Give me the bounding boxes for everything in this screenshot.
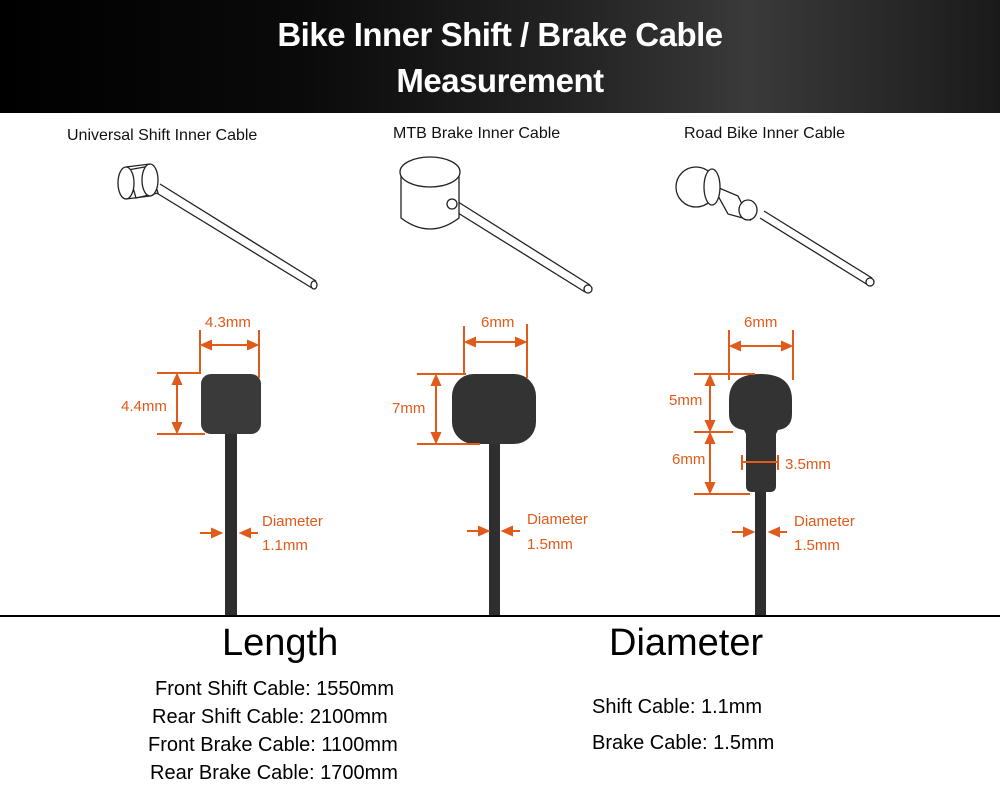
diameter-value-road: 1.5mm bbox=[794, 537, 840, 554]
head-height-label-mtb: 7mm bbox=[392, 400, 426, 417]
length-item-front-shift: Front Shift Cable: 1550mm bbox=[155, 678, 394, 700]
universal-shift-cable-sketch-icon bbox=[117, 163, 318, 290]
mtb-brake-head-detail-icon bbox=[417, 324, 536, 616]
title-line-1: Bike Inner Shift / Brake Cable bbox=[277, 16, 723, 53]
head-width-label-road: 6mm bbox=[744, 314, 778, 331]
length-heading: Length bbox=[222, 622, 339, 664]
diameter-value-mtb: 1.5mm bbox=[527, 536, 573, 553]
universal-shift-head-detail-icon bbox=[157, 330, 261, 616]
cable-name-universal-shift: Universal Shift Inner Cable bbox=[67, 127, 258, 144]
header-banner: Bike Inner Shift / Brake Cable Measureme… bbox=[0, 0, 1000, 113]
length-item-rear-brake: Rear Brake Cable: 1700mm bbox=[150, 762, 398, 784]
head-width-label-mtb: 6mm bbox=[481, 314, 515, 331]
neck-height-label-road: 6mm bbox=[672, 451, 706, 468]
cable-name-road-bike: Road Bike Inner Cable bbox=[684, 125, 845, 142]
ball-height-label-road: 5mm bbox=[669, 392, 703, 409]
mtb-brake-cable-sketch-icon bbox=[399, 156, 593, 294]
road-bike-cable-sketch-icon bbox=[675, 166, 875, 287]
title-line-2: Measurement bbox=[396, 62, 604, 99]
road-bike-head-detail-icon bbox=[694, 330, 794, 616]
diameter-value-universal: 1.1mm bbox=[262, 537, 308, 554]
length-item-rear-shift: Rear Shift Cable: 2100mm bbox=[152, 706, 388, 728]
diameter-item-brake: Brake Cable: 1.5mm bbox=[592, 732, 775, 754]
diameter-label-universal: Diameter bbox=[262, 513, 323, 530]
neck-width-label-road: 3.5mm bbox=[785, 456, 831, 473]
section-divider bbox=[0, 615, 1000, 617]
head-width-label-universal: 4.3mm bbox=[205, 314, 251, 331]
cable-name-mtb-brake: MTB Brake Inner Cable bbox=[393, 125, 561, 142]
length-item-front-brake: Front Brake Cable: 1100mm bbox=[148, 734, 398, 756]
diameter-label-mtb: Diameter bbox=[527, 511, 588, 528]
diameter-item-shift: Shift Cable: 1.1mm bbox=[592, 696, 763, 718]
diameter-heading: Diameter bbox=[609, 622, 764, 664]
head-height-label-universal: 4.4mm bbox=[121, 398, 167, 415]
diameter-label-road: Diameter bbox=[794, 513, 855, 530]
